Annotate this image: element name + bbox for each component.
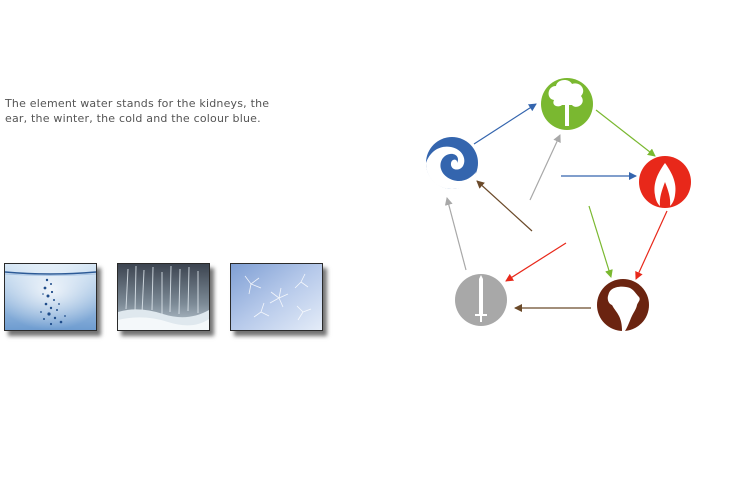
- water-splash-photo: [4, 263, 97, 331]
- arrow-earth-to-water: [476, 180, 533, 232]
- arrow-wood-to-fire: [595, 109, 656, 157]
- element-description: The element water stands for the kidneys…: [5, 97, 270, 125]
- waterfall-photo: [117, 263, 210, 331]
- wave-icon: [426, 146, 476, 189]
- tree-icon: [548, 80, 584, 126]
- arrow-metal-to-wood: [529, 134, 561, 201]
- sword-icon: [475, 275, 487, 322]
- frost-crystals-photo: [230, 263, 323, 331]
- metal-element: [455, 274, 507, 326]
- flame-icon: [654, 163, 676, 206]
- arrow-wood-to-earth: [588, 205, 613, 278]
- wood-element: [541, 78, 593, 130]
- arrow-metal-to-water: [444, 197, 467, 271]
- africa-map-icon: [607, 286, 640, 331]
- arrow-fire-to-earth: [635, 210, 668, 280]
- arrow-fire-to-metal: [505, 242, 567, 282]
- earth-element: [597, 279, 649, 331]
- fire-element: [639, 156, 691, 208]
- water-element: [426, 137, 478, 189]
- arrow-water-to-wood: [473, 103, 537, 145]
